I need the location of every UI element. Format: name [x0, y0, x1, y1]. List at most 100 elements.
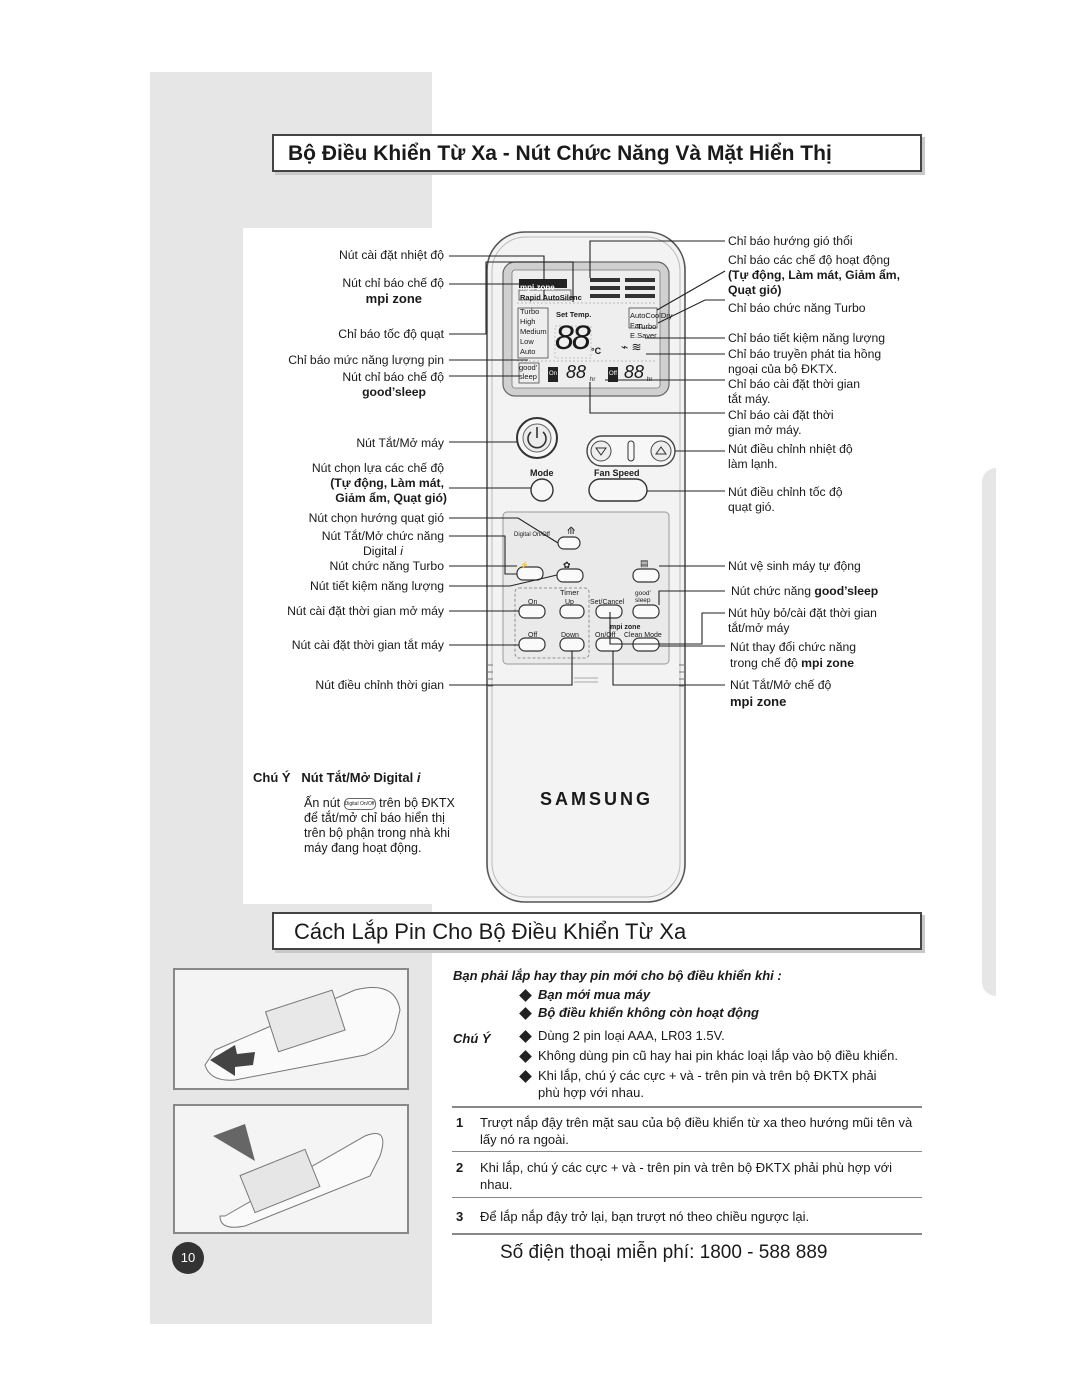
label-mpi-onoff: Nút Tắt/Mở chế độ	[730, 678, 832, 692]
note-line-1b: trên bộ ĐKTX	[379, 796, 455, 810]
mode-button-label: Mode	[530, 468, 554, 478]
label-cleanmode-2: trong chế độ mpi zone	[730, 656, 854, 671]
divider	[452, 1151, 922, 1152]
label-ir: Chỉ báo truyền phát tia hồng	[728, 347, 882, 361]
label-temp-set: Nút cài đặt nhiệt độ	[338, 248, 444, 262]
label-cleanmode: Nút thay đổi chức năng	[730, 640, 857, 654]
display-fan-levels: Turbo High Medium Low Auto	[520, 307, 547, 357]
label-timer-on: Nút cài đặt thời gian mở máy	[287, 604, 444, 618]
display-on-time: 88	[566, 362, 587, 382]
mpi-zone-group-label: mpi zone	[610, 624, 641, 631]
fan-speed-button-label: Fan Speed	[594, 468, 640, 478]
set-cancel-button-label: Set/Cancel	[590, 599, 625, 606]
display-esaver: E.Saver	[630, 331, 657, 340]
battery-title-text: Cách Lắp Pin Cho Bộ Điều Khiển Từ Xa	[294, 919, 687, 944]
label-mode-select-2: (Tự động, Làm mát,	[330, 476, 444, 490]
down-button-label: Down	[561, 632, 579, 639]
clean-mode-button-label: Clean Mode	[624, 632, 662, 639]
step-number: 1	[456, 1115, 464, 1130]
label-on-time-2: gian mở máy.	[728, 423, 802, 437]
remote-section-title: Bộ Điều Khiển Từ Xa - Nút Chức Năng Và M…	[272, 134, 922, 172]
mpi-onoff-button-label: On/Off	[595, 632, 616, 639]
display-fan: Fan	[630, 321, 643, 330]
label-fan-adj-2: quạt gió.	[728, 500, 775, 514]
label-goodsleep-mode: Nút chỉ báo chế độ	[342, 370, 444, 384]
remote-title-text: Bộ Điều Khiển Từ Xa - Nút Chức Năng Và M…	[288, 142, 832, 165]
step-number: 2	[456, 1160, 464, 1175]
timer-label: Timer	[560, 588, 579, 597]
label-battery-level: Chỉ báo mức năng lượng pin	[288, 353, 444, 367]
digital-note-body: Ấn nút Digital On/Off trên bộ ĐKTX để tắ…	[304, 796, 484, 856]
fan-level-medium: Medium	[520, 327, 547, 336]
display-modes: AutoCoolDry	[630, 311, 673, 320]
label-on-time: Chỉ báo cài đặt thời	[728, 408, 834, 422]
battery-cover-image	[173, 968, 409, 1090]
fan-level-auto: Auto	[520, 347, 536, 356]
when-text-1: Bạn mới mua máy	[538, 987, 651, 1002]
note-text-2: Không dùng pin cũ hay hai pin khác loại …	[538, 1048, 898, 1063]
label-mpi-mode: Nút chỉ báo chế độ	[342, 276, 444, 290]
goodsleep-btn-text: Nút chức năng	[731, 584, 811, 598]
label-modes-3: Quạt gió)	[728, 283, 782, 297]
display-mpi-logo: mpi zone	[520, 283, 555, 292]
cleanmode-text: trong chế độ	[730, 656, 798, 670]
label-setcancel-2: tắt/mở máy	[728, 621, 790, 635]
off-button-label: Off	[528, 632, 538, 639]
display-off-hr: hr	[647, 377, 653, 383]
good-sleep-button-label: good’ sleep	[635, 590, 651, 604]
display-good: good’	[519, 363, 538, 372]
label-timer-off: Nút cài đặt thời gian tắt máy	[291, 638, 444, 652]
label-digital-2: Digital i	[363, 544, 403, 558]
digital-onoff-word: On/Off	[532, 532, 550, 538]
display-off-time: 88	[624, 362, 645, 382]
hotline: Số điện thoại miễn phí: 1800 - 588 889	[500, 1242, 828, 1263]
up-button-label: Up	[565, 599, 574, 606]
battery-insert-image	[173, 1104, 409, 1234]
label-temp-adj: Nút điều chỉnh nhiệt độ	[728, 442, 853, 456]
note-item-2: Không dùng pin cũ hay hai pin khác loại …	[519, 1048, 898, 1063]
display-unit: °C	[591, 346, 602, 356]
label-mpi-logo: mpi zone	[365, 291, 422, 306]
step-number: 3	[456, 1209, 464, 1224]
digital-note-title: Chú Ý Nút Tắt/Mở Digital i	[253, 770, 421, 785]
battery-note-label: Chú Ý	[453, 1031, 491, 1046]
divider	[452, 1233, 922, 1235]
note-line-3: trên bộ phận trong nhà khi	[304, 826, 450, 840]
label-goodsleep-btn: Nút chức năng good’sleep	[731, 584, 878, 599]
label-airflow: Chỉ báo hướng gió thổi	[728, 234, 853, 248]
digital-button-label: Digital On/Off	[514, 528, 550, 543]
display-on-hr: hr	[590, 377, 596, 383]
label-power: Nút Tắt/Mở máy	[356, 436, 444, 450]
step-text: Khi lắp, chú ý các cực + và - trên pin v…	[480, 1160, 892, 1192]
fan-level-turbo: Turbo	[520, 307, 540, 316]
diamond-bullet-icon	[519, 989, 532, 1002]
when-text-2: Bộ điều khiển không còn hoạt động	[538, 1005, 759, 1020]
label-modes-2: (Tự động, Làm mát, Giảm ẩm,	[728, 268, 901, 282]
label-off-time: Chỉ báo cài đặt thời gian	[728, 377, 860, 391]
step-3: 3 Để lắp nắp đậy trở lại, bạn trượt nó t…	[456, 1208, 926, 1225]
divider	[452, 1106, 922, 1108]
note-item-1: Dùng 2 pin loại AAA, LR03 1.5V.	[519, 1028, 725, 1043]
remote-back-drawing	[204, 987, 401, 1081]
note-text-1: Dùng 2 pin loại AAA, LR03 1.5V.	[538, 1028, 725, 1043]
label-time-adjust: Nút điều chỉnh thời gian	[315, 678, 444, 692]
diamond-bullet-icon	[519, 1050, 532, 1063]
step-text: Để lắp nắp đậy trở lại, bạn trượt nó the…	[480, 1209, 810, 1224]
page-number: 10	[172, 1242, 204, 1274]
divider	[452, 1197, 922, 1198]
side-tab	[982, 468, 996, 996]
diamond-bullet-icon	[519, 1030, 532, 1043]
label-turbo-ind: Chỉ báo chức năng Turbo	[728, 301, 866, 315]
display-turbo: Turbo	[637, 322, 657, 331]
when-item-2: Bộ điều khiển không còn hoạt động	[519, 1005, 759, 1020]
step-2: 2 Khi lắp, chú ý các cực + và - trên pin…	[456, 1159, 926, 1193]
label-mode-select: Nút chọn lựa các chế độ	[311, 461, 444, 475]
note-item-3-cont: phù hợp với nhau.	[538, 1085, 644, 1100]
step-text: Trượt nắp đậy trên mặt sau của bộ điều k…	[480, 1115, 913, 1147]
diamond-bullet-icon	[519, 1070, 532, 1083]
diamond-bullet-icon	[519, 1007, 532, 1020]
note-line-1a: Ấn nút	[304, 796, 341, 810]
label-modes: Chỉ báo các chế độ hoạt động	[728, 253, 890, 267]
battery-section-title: Cách Lắp Pin Cho Bộ Điều Khiển Từ Xa	[272, 912, 922, 950]
note-prefix: Chú Ý	[253, 770, 291, 785]
